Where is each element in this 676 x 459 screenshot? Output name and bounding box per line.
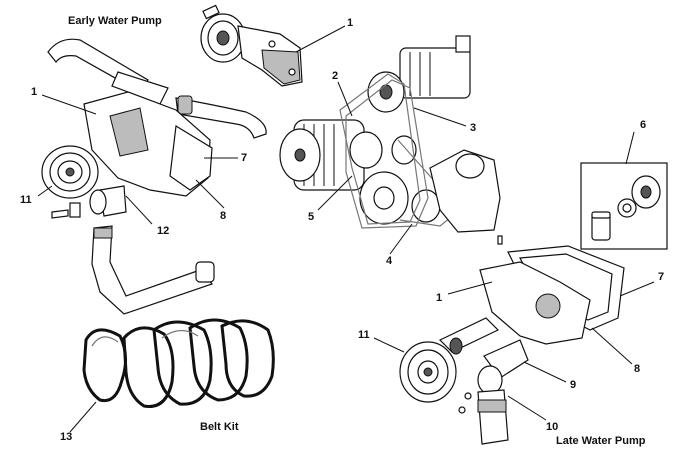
callout-late-1: 1 — [436, 292, 442, 304]
belt-kit-illustration — [82, 318, 275, 408]
callout-early-8: 8 — [220, 210, 226, 222]
callout-engine-5: 5 — [308, 211, 314, 223]
leader-lines — [37, 25, 655, 433]
callout-early-top-1: 1 — [347, 17, 353, 29]
kit-box — [580, 162, 668, 250]
callout-early-11: 11 — [20, 194, 32, 206]
callout-early-7: 7 — [241, 152, 247, 164]
callout-late-11: 11 — [358, 329, 370, 341]
callout-late-7: 7 — [658, 271, 664, 283]
callout-kit-6: 6 — [640, 119, 646, 131]
callout-early-12: 12 — [157, 225, 169, 237]
callout-engine-2: 2 — [332, 70, 338, 82]
callout-engine-3: 3 — [470, 122, 476, 134]
callout-late-9: 9 — [570, 379, 576, 391]
late-pump-illustration — [399, 245, 625, 445]
belt-kit-title: Belt Kit — [200, 421, 239, 433]
callout-numbers: 1 1 7 8 11 12 2 3 4 5 6 1 7 8 9 10 11 13 — [20, 17, 664, 443]
late-water-pump-title: Late Water Pump — [556, 435, 646, 447]
early-pump-illustration — [41, 38, 267, 315]
early-water-pump-title: Early Water Pump — [68, 15, 162, 27]
callout-engine-4: 4 — [386, 255, 393, 267]
engine-belt-drive-illustration — [279, 35, 503, 245]
callout-belt-13: 13 — [60, 431, 72, 443]
callout-early-left-1: 1 — [31, 86, 37, 98]
callout-late-8: 8 — [634, 363, 640, 375]
callout-late-10: 10 — [546, 421, 558, 433]
early-pump-top-illustration — [200, 4, 303, 87]
